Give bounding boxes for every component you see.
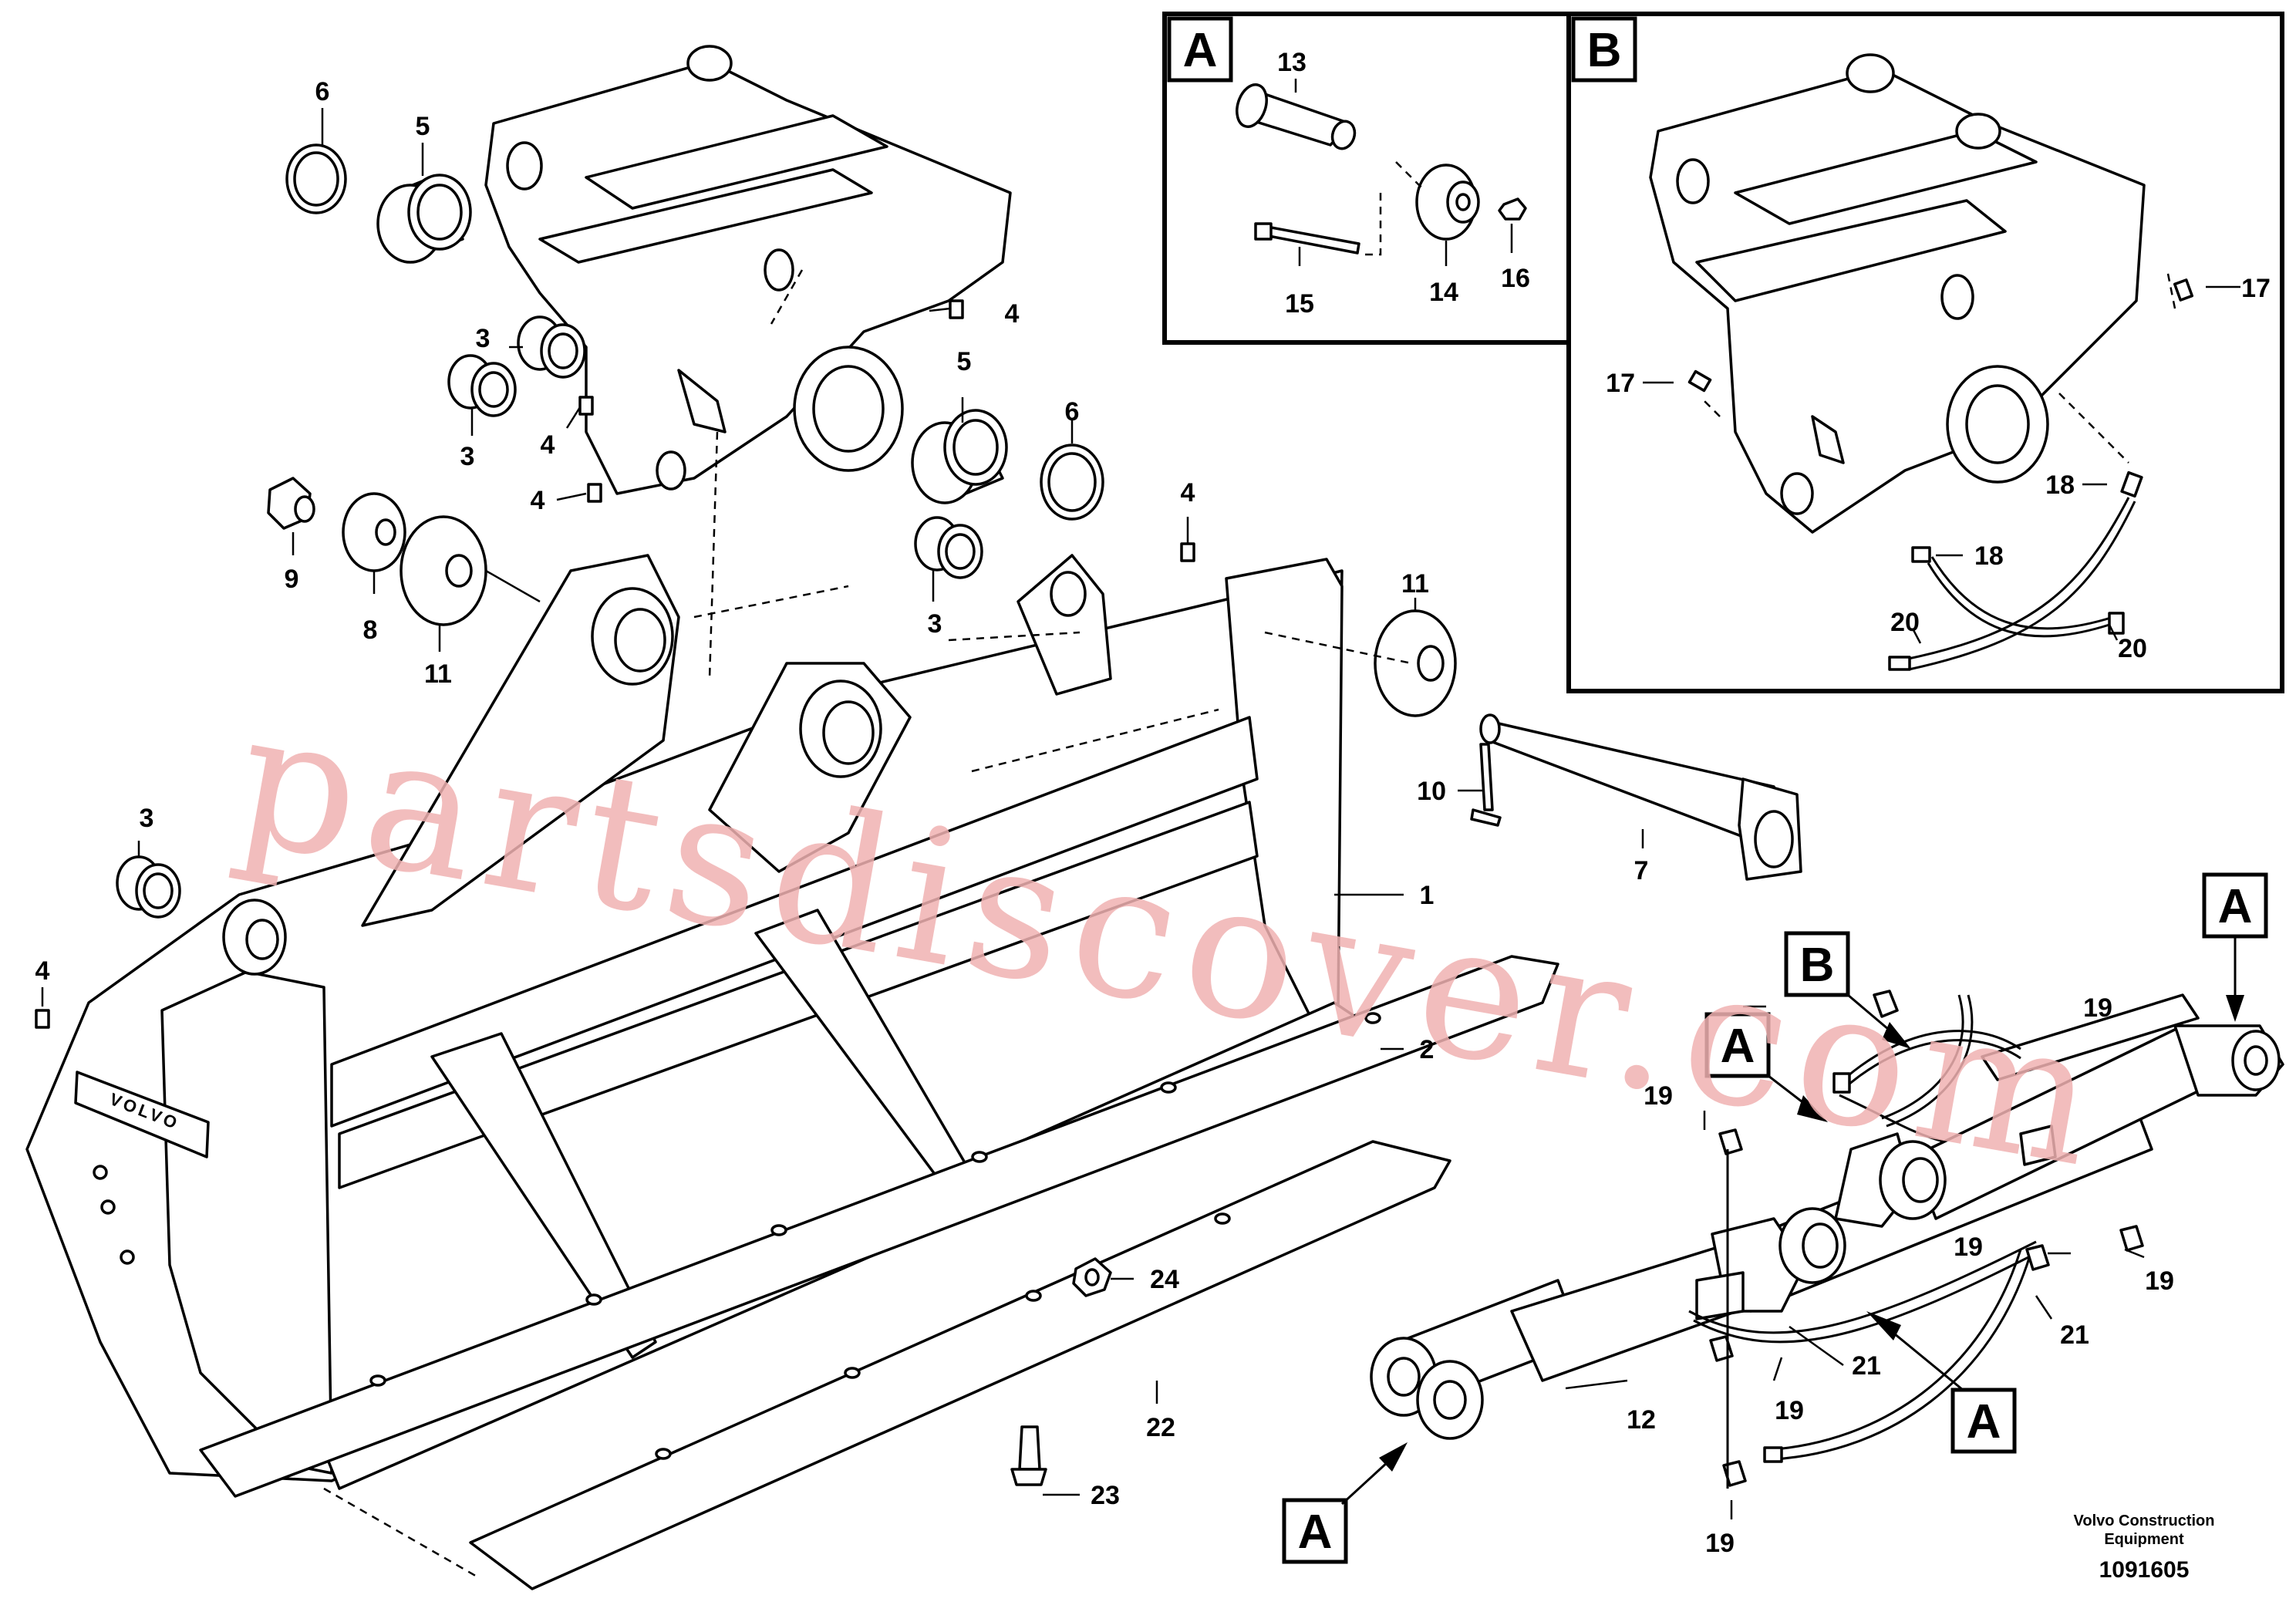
washer-14-drawing	[1415, 164, 1480, 241]
coupler-frame-b-drawing	[1649, 53, 2146, 534]
grease-hose-20-drawing	[1888, 497, 2136, 671]
nut-16-drawing	[1498, 197, 1527, 221]
callout-2: 2	[1420, 1035, 1435, 1064]
bolt-on-edge-22-drawing	[323, 1140, 1451, 1590]
callout-18-left: 18	[1974, 541, 2004, 571]
nut-9-drawing	[267, 477, 315, 530]
callout-8: 8	[363, 615, 378, 645]
svg-text:A: A	[2218, 880, 2253, 933]
callout-19-far-right: 19	[2145, 1266, 2174, 1296]
bushing-3-b-drawing	[517, 315, 586, 379]
quick-coupler-drawing	[484, 45, 1012, 495]
callout-21-lower: 21	[1852, 1351, 1881, 1381]
callout-4-b: 4	[541, 430, 555, 460]
hydraulic-cylinder-second-drawing	[1834, 993, 2284, 1228]
washer-11-left-drawing	[400, 515, 487, 626]
pin-7-drawing	[1479, 713, 1802, 881]
callout-3-d: 3	[140, 804, 154, 833]
callout-17-left: 17	[1606, 369, 1635, 398]
callout-21-right: 21	[2060, 1320, 2089, 1350]
callout-9: 9	[285, 565, 299, 594]
callout-1: 1	[1420, 881, 1435, 910]
washer-11-right-drawing	[1374, 609, 1457, 717]
callout-3-b: 3	[460, 442, 475, 471]
callout-6-top: 6	[315, 77, 330, 106]
hydraulic-hose-b-drawing	[1832, 994, 2021, 1128]
callout-18-right: 18	[2045, 470, 2075, 500]
ref-tag-a-bottom-left: A	[1282, 1442, 1408, 1564]
detail-box-b-label: B	[1587, 24, 1622, 77]
callout-20-right: 20	[2118, 634, 2147, 663]
footer-brand-line1: Volvo Construction	[2074, 1512, 2215, 1529]
svg-text:A: A	[1967, 1395, 2001, 1448]
washer-8-drawing	[342, 492, 406, 572]
svg-text:A: A	[1721, 1020, 1755, 1073]
callout-6-bottom: 6	[1065, 397, 1080, 427]
callout-19-top-right: 19	[2083, 993, 2112, 1023]
callout-7: 7	[1634, 856, 1649, 885]
callout-11-right: 11	[1401, 569, 1429, 599]
bushing-3-d-drawing	[116, 855, 181, 919]
callout-15: 15	[1285, 289, 1314, 319]
callout-13: 13	[1277, 48, 1306, 77]
callout-24: 24	[1150, 1265, 1179, 1294]
bushing-5-bottom-drawing	[911, 409, 1008, 504]
ref-tag-a-bottom-right: A	[1866, 1311, 2017, 1454]
callout-16: 16	[1501, 264, 1530, 293]
detail-box-b	[1566, 12, 2284, 693]
cutting-edge-2-drawing	[199, 955, 1559, 1498]
bushing-3-a-drawing	[447, 354, 517, 417]
callout-4-c: 4	[531, 486, 545, 515]
hydraulic-hose-21-drawing	[1688, 1094, 2041, 1463]
bolt-23-drawing	[1010, 1425, 1047, 1486]
callout-4-e: 4	[35, 956, 50, 986]
callout-19-bottom: 19	[1705, 1529, 1735, 1558]
grease-fitting-18-drawing	[1911, 470, 2143, 563]
callout-19-mid-right: 19	[1954, 1233, 1983, 1262]
callout-19-lower: 19	[1775, 1396, 1804, 1425]
fitting-19-drawing	[1709, 990, 2144, 1489]
callout-14: 14	[1429, 278, 1458, 307]
ref-tag-a-center: A	[1704, 1012, 1828, 1122]
callout-4-d: 4	[1181, 478, 1195, 508]
callout-3-c: 3	[928, 609, 942, 639]
callout-22: 22	[1146, 1413, 1175, 1442]
detail-box-a-label: A	[1183, 24, 1218, 77]
bolt-15-drawing	[1254, 222, 1360, 255]
bushing-5-top-drawing	[376, 174, 472, 264]
callout-23: 23	[1091, 1481, 1120, 1510]
ref-tag-a-top-right: A	[2202, 872, 2268, 1022]
ref-tag-b-center: B	[1784, 931, 1911, 1049]
callout-10: 10	[1417, 777, 1446, 806]
callout-5-top: 5	[416, 112, 430, 141]
callout-5-bottom: 5	[957, 347, 972, 376]
bushing-3-c-drawing	[914, 516, 983, 579]
drawing-number: 1091605	[2099, 1557, 2190, 1583]
leader-lines	[41, 108, 2145, 1519]
callout-12: 12	[1627, 1405, 1656, 1435]
seal-6-top-drawing	[285, 143, 347, 214]
callout-3-a: 3	[476, 324, 491, 353]
pin-13-drawing	[1236, 83, 1357, 150]
callout-4-a: 4	[1005, 299, 1020, 329]
lock-bolt-10-drawing	[1470, 743, 1502, 827]
callout-20-left: 20	[1890, 608, 1920, 637]
seal-6-bottom-drawing	[1040, 443, 1104, 521]
svg-text:A: A	[1298, 1506, 1333, 1559]
nut-24-drawing	[1072, 1257, 1112, 1297]
grease-nipple-17-drawing	[1687, 278, 2194, 393]
footer-brand-line2: Equipment	[2104, 1531, 2184, 1548]
svg-text:B: B	[1800, 939, 1835, 992]
callout-11-left: 11	[424, 659, 452, 689]
callout-19-center: 19	[1644, 1081, 1673, 1111]
callout-17-right: 17	[2241, 274, 2271, 303]
